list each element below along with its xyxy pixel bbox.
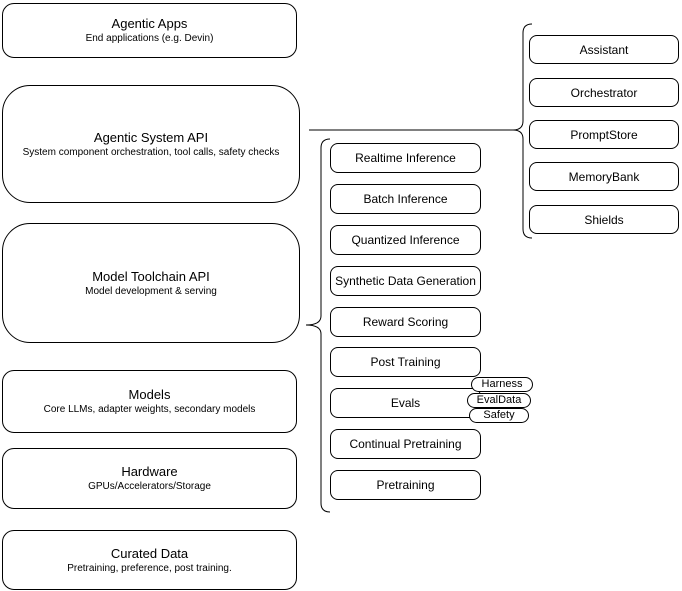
node-synthetic-data-generation: Synthetic Data Generation bbox=[330, 266, 481, 296]
tag-harness: Harness bbox=[471, 377, 533, 392]
node-quantized-inference: Quantized Inference bbox=[330, 225, 481, 255]
node-agentic-system-api: Agentic System API System component orch… bbox=[2, 85, 300, 203]
node-subtitle: GPUs/Accelerators/Storage bbox=[88, 481, 211, 492]
node-title: Agentic System API bbox=[93, 129, 209, 145]
node-reward-scoring: Reward Scoring bbox=[330, 307, 481, 337]
node-pretraining: Pretraining bbox=[330, 470, 481, 500]
node-assistant: Assistant bbox=[529, 35, 679, 64]
tag-evaldata: EvalData bbox=[467, 393, 531, 408]
node-memorybank: MemoryBank bbox=[529, 162, 679, 191]
node-title: Models bbox=[128, 387, 171, 402]
node-title: Model Toolchain API bbox=[92, 268, 210, 284]
toolchain-group-brace bbox=[305, 138, 331, 513]
node-title: Hardware bbox=[121, 464, 178, 479]
node-orchestrator: Orchestrator bbox=[529, 78, 679, 107]
node-curated-data: Curated Data Pretraining, preference, po… bbox=[2, 530, 297, 590]
node-title: Curated Data bbox=[110, 545, 189, 561]
node-shields: Shields bbox=[529, 205, 679, 234]
node-realtime-inference: Realtime Inference bbox=[330, 143, 481, 173]
node-model-toolchain-api: Model Toolchain API Model development & … bbox=[2, 223, 300, 343]
node-subtitle: End applications (e.g. Devin) bbox=[85, 33, 214, 44]
node-subtitle: System component orchestration, tool cal… bbox=[22, 146, 280, 158]
node-agentic-apps: Agentic Apps End applications (e.g. Devi… bbox=[2, 3, 297, 58]
node-promptstore: PromptStore bbox=[529, 120, 679, 149]
node-models: Models Core LLMs, adapter weights, secon… bbox=[2, 370, 297, 433]
node-hardware: Hardware GPUs/Accelerators/Storage bbox=[2, 448, 297, 509]
tag-safety: Safety bbox=[469, 408, 529, 423]
node-continual-pretraining: Continual Pretraining bbox=[330, 429, 481, 459]
node-subtitle: Model development & serving bbox=[85, 285, 217, 297]
node-batch-inference: Batch Inference bbox=[330, 184, 481, 214]
node-title: Agentic Apps bbox=[111, 16, 188, 31]
node-subtitle: Core LLMs, adapter weights, secondary mo… bbox=[43, 404, 256, 415]
node-post-training: Post Training bbox=[330, 347, 481, 377]
node-evals: Evals bbox=[330, 388, 481, 418]
node-subtitle: Pretraining, preference, post training. bbox=[67, 562, 232, 574]
